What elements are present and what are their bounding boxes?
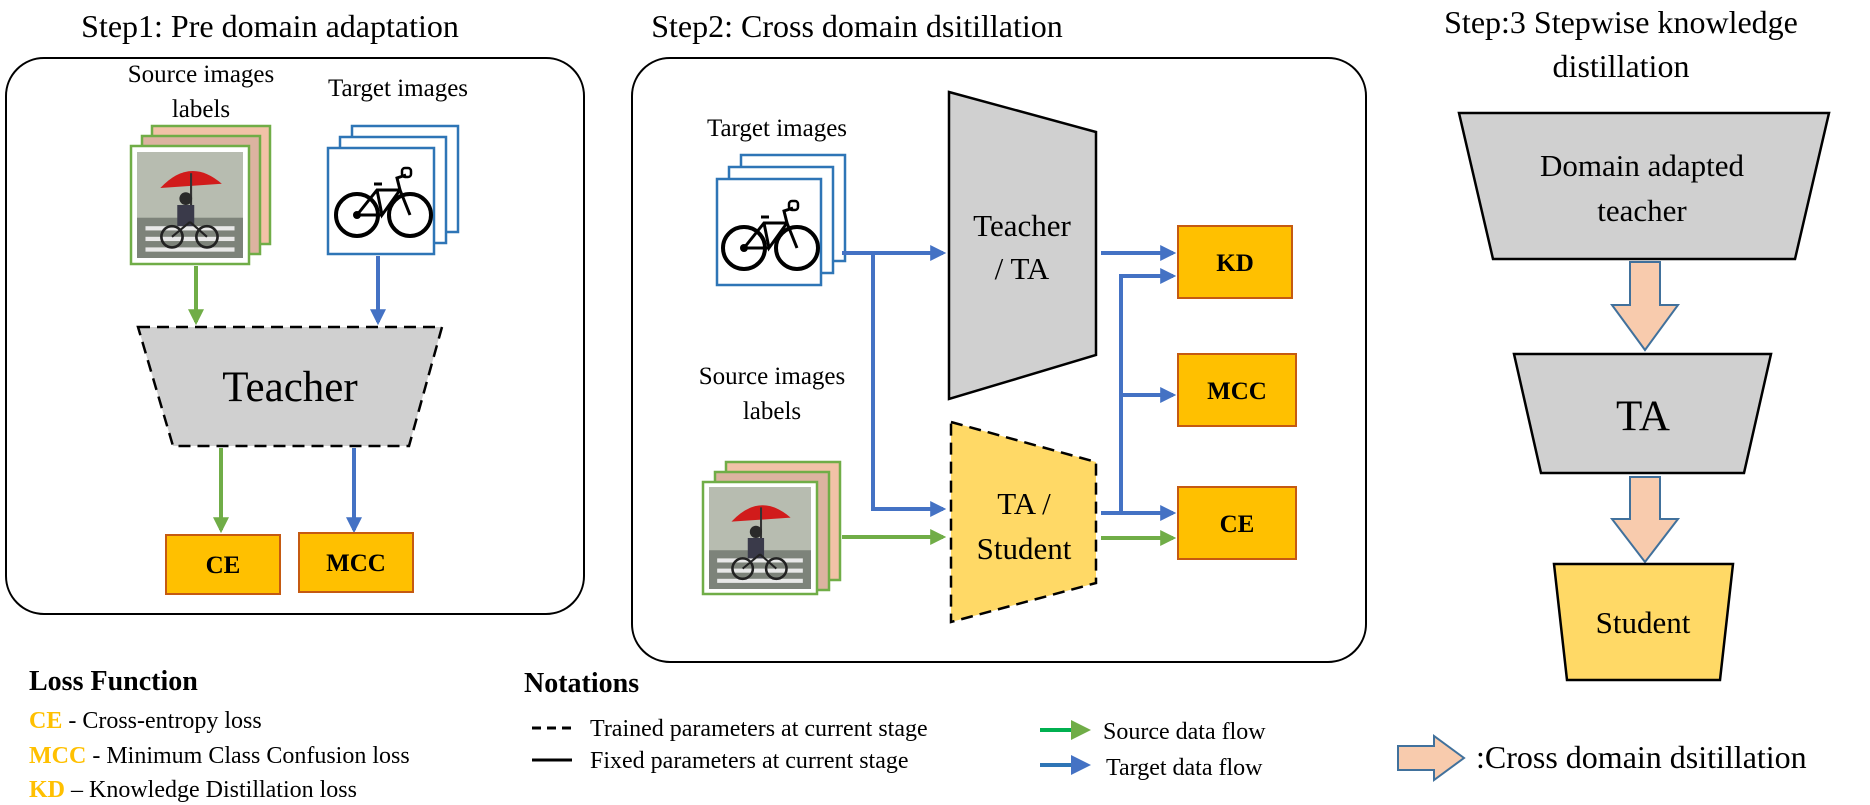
- step2-mcc-box: [1177, 353, 1297, 427]
- loss-acronym: CE: [29, 708, 62, 734]
- step2-ce-label: CE: [1220, 511, 1255, 538]
- step2-panel: [631, 57, 1367, 663]
- cross-domain-arrow-label: :Cross domain dsitillation: [1476, 739, 1807, 775]
- step3-title: Step:3 Stepwise knowledge: [1444, 4, 1798, 40]
- step3-title-2: distillation: [1553, 48, 1690, 84]
- step1-source-label: Source images: [128, 61, 274, 88]
- step3-student-label: Student: [1596, 605, 1691, 640]
- step3-ta-label: TA: [1616, 393, 1670, 440]
- step3-teacher-to-ta-arrow: [1610, 261, 1680, 352]
- step1-teacher-label: Teacher: [222, 364, 357, 411]
- loss-acronym: MCC: [29, 743, 86, 769]
- step3-student-node: [1552, 562, 1735, 682]
- step2-teacher-label: Teacher: [973, 208, 1071, 243]
- step1-target-label: Target images: [328, 75, 468, 102]
- step1-mcc-label: MCC: [326, 550, 386, 577]
- step1-panel: [5, 57, 585, 615]
- step3-teacher-label-2: teacher: [1597, 193, 1687, 228]
- step3-ta-to-student-arrow: [1609, 476, 1681, 564]
- svg-text:MCC - Minimum Class Confusion: MCC - Minimum Class Confusion loss: [29, 743, 410, 769]
- step1-mcc-box: [298, 532, 414, 593]
- target-flow-label: Target data flow: [1106, 755, 1263, 781]
- loss-description: - Cross-entropy loss: [62, 708, 261, 734]
- step2-teacher-label-2: / TA: [995, 251, 1050, 286]
- step2-source-label: Source images: [699, 363, 845, 390]
- loss-description: - Minimum Class Confusion loss: [86, 743, 409, 769]
- step1-ce-label: CE: [206, 552, 241, 579]
- step2-student-label: TA /: [997, 486, 1051, 521]
- step2-ce-box: [1177, 486, 1297, 560]
- step3-ta-node: [1512, 352, 1773, 475]
- step2-kd-box: [1177, 225, 1293, 299]
- dashed-line-label: Trained parameters at current stage: [590, 716, 928, 742]
- step2-target-image-stack: [715, 153, 847, 287]
- step2-source-image-stack: [701, 460, 842, 596]
- cross-domain-arrow-swatch: [1397, 734, 1466, 782]
- step2-target-label: Target images: [707, 115, 847, 142]
- step1-teacher-node: [136, 325, 444, 448]
- loss-legend-item: CE - Cross-entropy loss: [29, 708, 262, 734]
- svg-text:CE - Cross-entropy loss: CE - Cross-entropy loss: [29, 708, 262, 734]
- step1-ce-box: [165, 534, 281, 595]
- step2-student-node: [949, 420, 1098, 624]
- step2-title: Step2: Cross domain dsitillation: [651, 8, 1063, 44]
- loss-description: – Knowledge Distillation loss: [65, 777, 357, 803]
- step2-teacher-node: [947, 90, 1098, 401]
- solid-line-label: Fixed parameters at current stage: [590, 748, 909, 774]
- step1-target-image-stack: [326, 124, 460, 256]
- step3-teacher-node: [1457, 111, 1831, 261]
- notation-legend-heading: Notations: [524, 668, 639, 699]
- step2-target-to-student-arrow: [871, 253, 947, 517]
- loss-legend-item: MCC - Minimum Class Confusion loss: [29, 743, 410, 769]
- photo-umbrella-icon: [135, 150, 245, 260]
- step2-mcc-label: MCC: [1207, 378, 1267, 405]
- step2-kd-label: KD: [1216, 250, 1254, 277]
- source-flow-label: Source data flow: [1103, 719, 1266, 745]
- step1-title: Step1: Pre domain adaptation: [81, 8, 459, 44]
- step2-source-label-2: labels: [743, 398, 801, 425]
- step1-source-label-2: labels: [172, 96, 230, 123]
- step2-student-label-2: Student: [977, 531, 1072, 566]
- svg-text:KD – Knowledge Distillation lo: KD – Knowledge Distillation loss: [29, 777, 357, 803]
- loss-acronym: KD: [29, 777, 65, 803]
- loss-legend-item: KD – Knowledge Distillation loss: [29, 777, 357, 803]
- photo-umbrella-icon: [707, 485, 813, 591]
- step1-source-image-stack: [129, 124, 272, 266]
- loss-legend-heading: Loss Function: [29, 666, 198, 697]
- step3-teacher-label: Domain adapted: [1540, 148, 1745, 183]
